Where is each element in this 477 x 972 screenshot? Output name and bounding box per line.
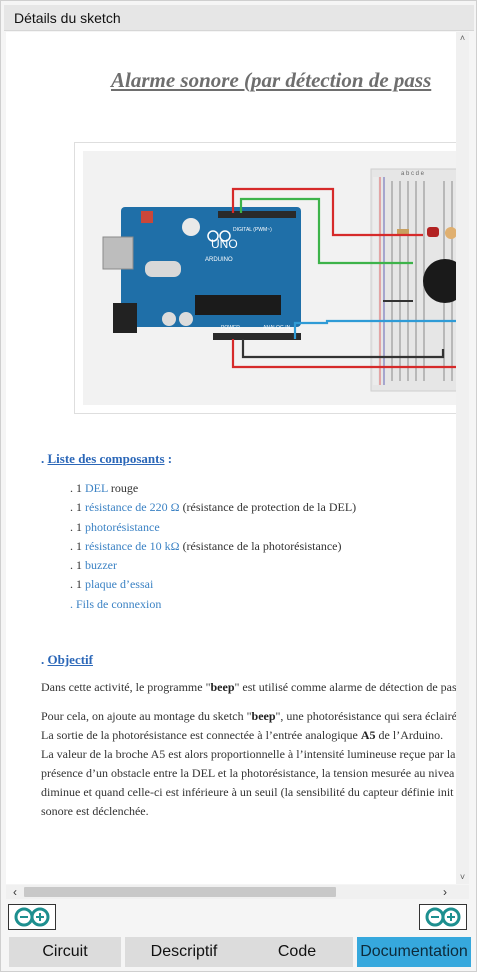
board-brand-text: ARDUINO [205, 257, 233, 263]
wire-red-bottom [231, 339, 456, 369]
list-item: . 1 plaque d’essai [70, 577, 154, 592]
components-heading: . Liste des composants : [41, 451, 173, 466]
scroll-down-icon[interactable]: ˅ [459, 872, 466, 882]
objective-heading-link[interactable]: Objectif [47, 652, 93, 667]
analog-pins-label: ANALOG IN [263, 325, 291, 331]
list-item: . Fils de connexion [70, 595, 356, 614]
resistor-220 [397, 229, 409, 235]
breadboard-columns-label: a b c d e [401, 171, 425, 177]
red-led [427, 227, 439, 237]
wire-blue [293, 319, 456, 339]
component-link-buzzer[interactable]: buzzer [85, 558, 117, 573]
list-item: . 1 résistance de 10 kΩ (résistance de l… [70, 538, 342, 553]
components-list: . 1 DEL rouge . 1 résistance de 220 Ω (r… [70, 479, 356, 614]
scroll-left-icon[interactable]: ‹ [13, 885, 17, 899]
tab-documentation[interactable]: Documentation [357, 937, 471, 967]
photoresistor [445, 227, 456, 239]
component-link-photoresistor[interactable]: photorésistance [85, 519, 160, 534]
wire-red-top [231, 187, 423, 237]
arduino-logo-icon[interactable] [8, 904, 56, 930]
component-link-breadboard[interactable]: plaque d’essai [85, 577, 154, 592]
component-link-wires[interactable]: . Fils de connexion [70, 596, 162, 611]
circuit-diagram: UNO ARDUINO DIGITAL (PWM~) POWER ANALOG … [83, 151, 456, 405]
component-link-resistor-220[interactable]: résistance de 220 Ω [85, 500, 180, 515]
document-title: Alarme sonore (par détection de pass [111, 68, 432, 92]
horizontal-scrollbar[interactable]: ‹ › [6, 885, 469, 899]
digital-pins-label: DIGITAL (PWM~) [233, 227, 272, 233]
component-link-resistor-10k[interactable]: résistance de 10 kΩ [85, 538, 180, 553]
arduino-logo-icon[interactable] [419, 904, 467, 930]
list-item: . 1 résistance de 220 Ω (résistance de p… [70, 500, 357, 515]
objective-paragraph-1: Dans cette activité, le programme "beep"… [41, 680, 456, 694]
tab-circuit[interactable]: Circuit [9, 937, 121, 967]
window-title: Détails du sketch [4, 5, 474, 31]
wire-green [239, 197, 413, 265]
vertical-scrollbar[interactable]: ˄ ˅ [456, 32, 469, 884]
objective-heading: . Objectif [41, 652, 93, 667]
board-model-text: UNO [211, 237, 238, 251]
list-item: . 1 DEL rouge [70, 481, 139, 495]
component-link-del[interactable]: DEL [85, 481, 108, 495]
horizontal-scroll-thumb[interactable] [24, 887, 336, 897]
list-item: . 1 buzzer [70, 558, 117, 573]
tab-code[interactable]: Code [241, 937, 353, 967]
list-item: . 1 photorésistance [70, 519, 160, 534]
objective-paragraph-2: Pour cela, on ajoute au montage du sketc… [41, 709, 456, 818]
circuit-figure: UNO ARDUINO DIGITAL (PWM~) POWER ANALOG … [74, 142, 456, 414]
scroll-up-icon[interactable]: ˄ [459, 33, 466, 43]
tab-descriptif[interactable]: Descriptif [125, 937, 243, 967]
documentation-viewport[interactable]: Alarme sonore (par détection de pass UNO… [6, 32, 456, 884]
power-pins-label: POWER [221, 325, 240, 331]
wire-black [241, 339, 445, 359]
components-heading-link[interactable]: Liste des composants [47, 451, 165, 466]
scroll-right-icon[interactable]: › [443, 885, 447, 899]
bottom-tabs: Circuit Descriptif Code Documentation [9, 937, 473, 967]
buzzer [423, 259, 456, 303]
